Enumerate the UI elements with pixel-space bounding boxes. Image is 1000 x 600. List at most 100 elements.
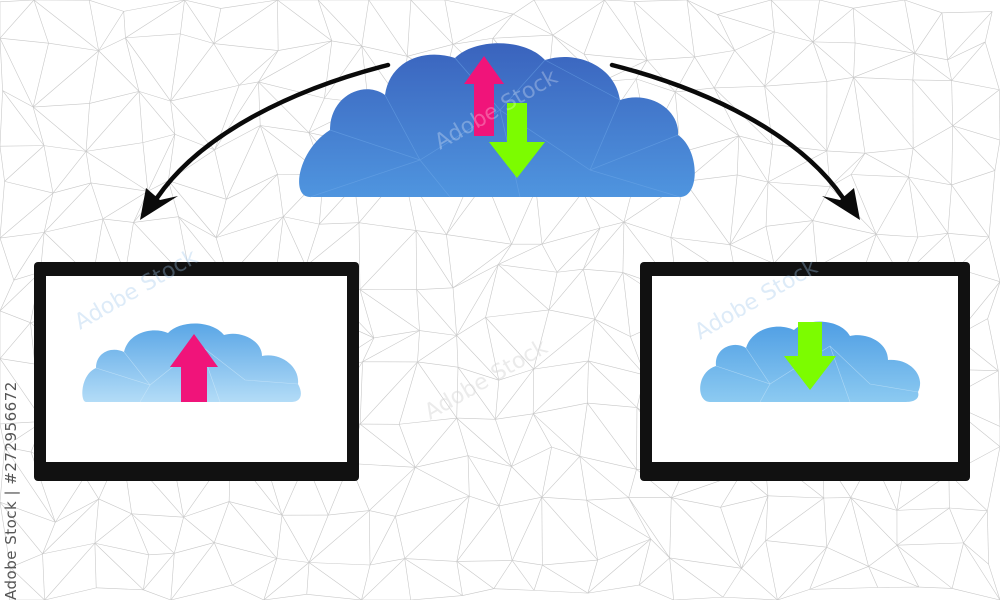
mesh-line (238, 50, 279, 86)
mesh-line (462, 588, 494, 596)
mesh-line (0, 181, 5, 239)
mesh-line (826, 150, 866, 154)
mesh-line (533, 590, 588, 594)
mesh-line (138, 91, 144, 143)
mesh-line (587, 402, 637, 470)
mesh-line (737, 174, 769, 183)
mesh-line (228, 501, 278, 559)
mesh-line (399, 417, 457, 425)
mesh-line (912, 148, 952, 186)
mesh-line (594, 318, 631, 337)
mesh-line (812, 0, 820, 42)
mesh-line (456, 264, 499, 336)
mesh-line (896, 545, 920, 588)
mesh-line (917, 233, 948, 238)
mesh-line (0, 37, 49, 44)
mesh-line (404, 558, 457, 562)
mesh-line (0, 237, 15, 281)
mesh-line (260, 125, 309, 133)
mesh-line (947, 41, 986, 61)
mesh-line (42, 522, 56, 554)
mesh-line (4, 446, 32, 453)
mesh-line (2, 90, 45, 146)
mesh-line (951, 170, 996, 186)
download-arrow-icon (784, 322, 836, 390)
mesh-line (415, 455, 469, 468)
mesh-line (43, 145, 87, 152)
mesh-line (98, 50, 140, 92)
mesh-line (532, 360, 589, 415)
mesh-line (686, 0, 695, 58)
mesh-line (541, 496, 587, 501)
mesh-line (216, 216, 284, 238)
mesh-line (33, 0, 99, 51)
mesh-line (416, 287, 454, 290)
mesh-line (305, 222, 360, 267)
mesh-line (456, 418, 469, 456)
mesh-line (94, 542, 149, 556)
mesh-line (604, 0, 634, 2)
mesh-line (713, 87, 740, 137)
mesh-line (147, 180, 169, 192)
mesh-line (453, 37, 493, 45)
mesh-line (669, 497, 672, 558)
mesh-line (826, 77, 854, 152)
mesh-line (170, 584, 233, 600)
mesh-line (896, 544, 953, 589)
mesh-line (533, 564, 543, 591)
mesh-line (850, 497, 898, 546)
mesh-line (404, 495, 470, 559)
mesh-line (170, 542, 215, 600)
mesh-line (541, 497, 543, 566)
mesh-line (914, 53, 952, 81)
mesh-line (579, 456, 629, 498)
mesh-line (770, 0, 775, 32)
mesh-line (0, 501, 43, 555)
mesh-line (0, 145, 45, 147)
mesh-line (812, 41, 828, 82)
mesh-line (0, 310, 31, 323)
mesh-line (42, 542, 95, 555)
mesh-line (213, 0, 278, 44)
mesh-line (853, 77, 866, 154)
mesh-line (952, 125, 996, 171)
mesh-line (258, 81, 309, 133)
mesh-line (532, 413, 581, 457)
mesh-line (767, 150, 827, 183)
mesh-line (987, 510, 989, 565)
mesh-line (125, 37, 140, 92)
mesh-line (277, 0, 333, 42)
mesh-line (812, 220, 818, 267)
mesh-line (446, 234, 454, 288)
mesh-line (994, 140, 1000, 171)
mesh-line (604, 0, 648, 61)
mesh-line (951, 80, 954, 126)
mesh-line (456, 335, 500, 381)
mesh-line (94, 498, 100, 544)
mesh-line (551, 446, 580, 457)
mesh-line (816, 234, 877, 267)
mesh-line (908, 148, 914, 178)
mesh-line (398, 361, 418, 425)
mesh-line (812, 186, 831, 221)
mesh-line (819, 0, 854, 9)
mesh-line (729, 244, 775, 264)
mesh-line (32, 106, 87, 152)
mesh-line (369, 510, 396, 517)
mesh-line (823, 497, 828, 548)
mesh-line (633, 1, 695, 58)
mesh-line (533, 309, 550, 370)
mesh-line (220, 0, 278, 9)
mesh-line (328, 510, 370, 516)
mesh-line (492, 34, 553, 39)
mesh-line (512, 560, 543, 566)
mesh-line (875, 176, 909, 235)
mesh-line (941, 12, 948, 60)
mesh-line (628, 497, 670, 559)
mesh-line (263, 558, 278, 600)
mesh-line (987, 281, 1000, 319)
mesh-line (123, 0, 185, 12)
mesh-line (984, 41, 1000, 90)
mesh-line (987, 446, 1000, 511)
mesh-line (587, 538, 651, 594)
